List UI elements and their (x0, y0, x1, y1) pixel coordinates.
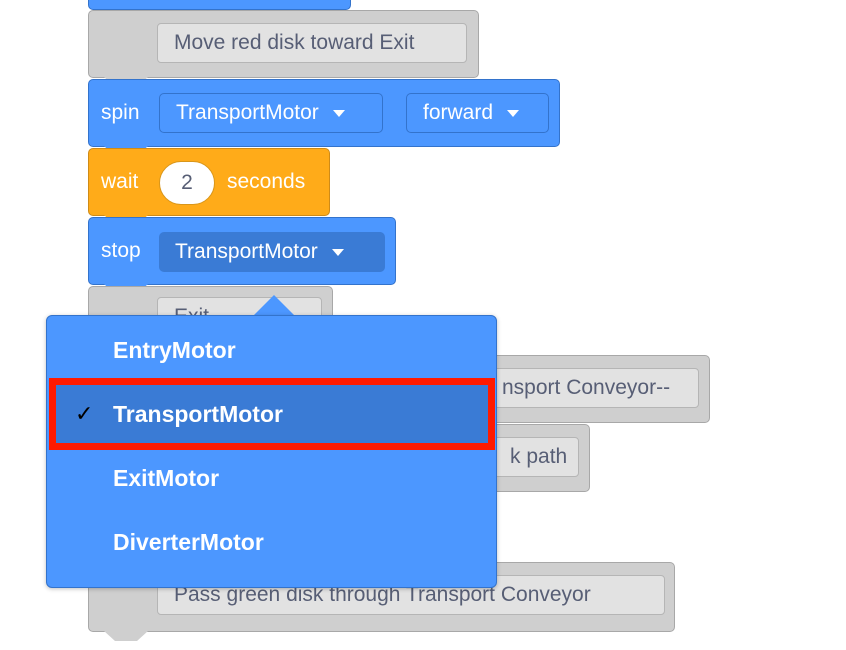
wait-keyword: wait (101, 170, 139, 193)
partial-block-top[interactable] (88, 0, 351, 10)
menu-item-entrymotor[interactable]: EntryMotor (47, 320, 496, 380)
menu-item-transportmotor[interactable]: ✓ TransportMotor (49, 378, 495, 450)
caret-down-icon (507, 109, 520, 117)
checkmark-icon: ✓ (75, 401, 94, 426)
comment-text-field[interactable]: Move red disk toward Exit (157, 23, 467, 63)
spin-motor-block[interactable]: spin TransportMotor forward (88, 79, 560, 147)
menu-item-label: DiverterMotor (113, 528, 264, 555)
spin-direction-dropdown[interactable]: forward (406, 93, 549, 133)
wait-seconds-input[interactable]: 2 (159, 161, 215, 205)
comment-text: Pass green disk through Transport Convey… (174, 583, 591, 606)
comment-text: Move red disk toward Exit (174, 31, 415, 54)
stop-motor-value: TransportMotor (175, 240, 318, 263)
block-notch (104, 631, 148, 641)
spin-direction-value: forward (423, 101, 494, 124)
menu-item-exitmotor[interactable]: ExitMotor (47, 448, 496, 508)
wait-seconds-value: 2 (181, 171, 193, 194)
motor-dropdown-menu: EntryMotor ✓ TransportMotor ExitMotor Di… (46, 315, 497, 588)
caret-down-icon (331, 248, 344, 256)
comment-block[interactable]: Move red disk toward Exit (88, 10, 479, 78)
menu-item-label: ExitMotor (113, 464, 220, 491)
menu-item-label: TransportMotor (113, 400, 283, 427)
stop-motor-block[interactable]: stop TransportMotor (88, 217, 396, 285)
comment-text-field[interactable]: nsport Conveyor-- (461, 368, 699, 408)
wait-block[interactable]: wait 2 seconds (88, 148, 330, 216)
comment-text: k path (510, 445, 568, 468)
stop-keyword: stop (101, 239, 141, 262)
spin-motor-dropdown[interactable]: TransportMotor (159, 93, 383, 133)
menu-pointer-arrow (253, 295, 295, 316)
spin-motor-value: TransportMotor (176, 101, 319, 124)
seconds-label: seconds (227, 170, 306, 193)
menu-item-label: EntryMotor (113, 336, 236, 363)
stop-motor-dropdown[interactable]: TransportMotor (159, 232, 385, 272)
caret-down-icon (332, 109, 345, 117)
spin-keyword: spin (101, 101, 140, 124)
menu-item-divertermotor[interactable]: DiverterMotor (47, 512, 496, 572)
comment-text: nsport Conveyor-- (502, 376, 671, 399)
